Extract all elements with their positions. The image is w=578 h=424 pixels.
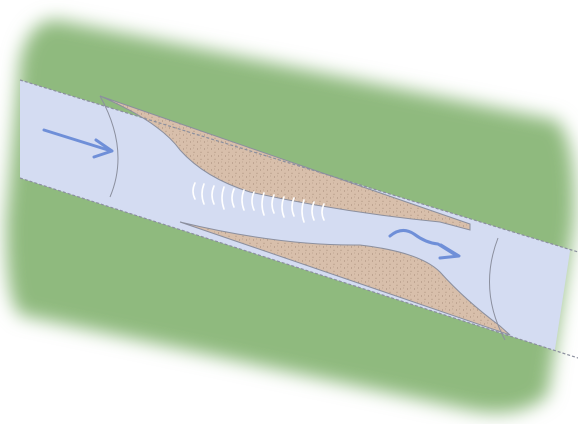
river-diagram-svg [0,0,578,424]
river-diagram [0,0,578,424]
